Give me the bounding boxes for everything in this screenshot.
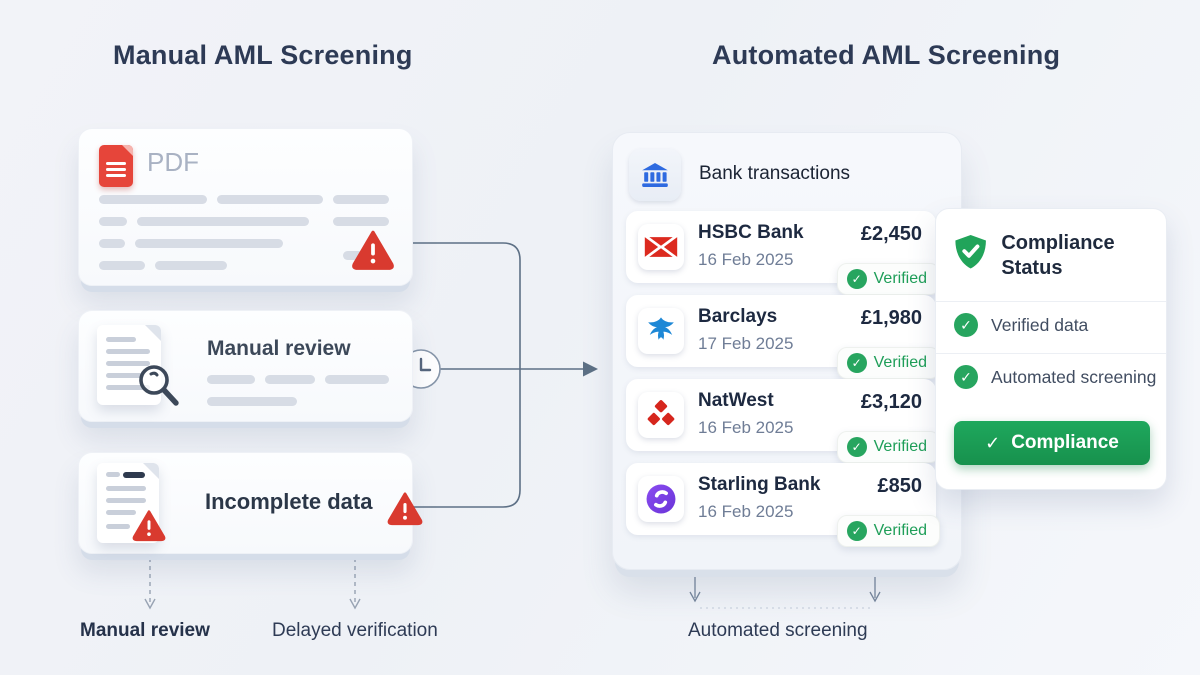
compliance-title: Compliance Status [1001,232,1115,279]
compliance-button-label: Compliance [1011,432,1119,453]
bank-panel-title: Bank transactions [699,163,851,184]
warning-triangle-icon [132,510,166,542]
placeholder-line [99,261,145,270]
pdf-file-icon [99,145,133,187]
placeholder-line [333,217,389,226]
check-icon: ✓ [985,432,1001,453]
footer-label-delayed-verification: Delayed verification [272,620,438,641]
placeholder-line [99,195,207,204]
transaction-amount: £1,980 [860,307,922,329]
pdf-document-card: PDF [78,128,413,286]
hsbc-logo [638,224,684,270]
document-warning-icon [97,463,166,543]
compliance-item-label: Verified data [991,314,1089,335]
transaction-date: 17 Feb 2025 [698,334,794,353]
bank-name: NatWest [698,390,774,411]
placeholder-line [99,239,125,248]
manual-review-label: Manual review [207,337,351,360]
compliance-item-verified-data: ✓ Verified data [954,313,1158,337]
compliance-status-panel: Compliance Status ✓ Verified data ✓ Auto… [935,208,1167,490]
transaction-row-barclays[interactable]: Barclays 17 Feb 2025 £1,980 ✓ Verified [626,295,940,379]
verified-label: Verified [873,438,927,455]
arrow-down-icon [689,567,881,603]
barclays-logo [638,308,684,354]
shield-check-icon [955,235,986,269]
placeholder-line [207,375,255,384]
placeholder-line [137,217,309,226]
manual-review-card: Manual review [78,310,413,422]
placeholder-line [99,217,127,226]
dashed-arrow-down-icon [149,558,356,604]
placeholder-line [333,195,389,204]
transaction-date: 16 Feb 2025 [698,250,794,269]
bank-name: Starling Bank [698,474,821,495]
transaction-row-natwest[interactable]: NatWest 16 Feb 2025 £3,120 ✓ Verified [626,379,940,463]
check-circle-icon: ✓ [846,437,867,457]
verified-badge: ✓ Verified [836,347,940,379]
compliance-item-automated-screening: ✓ Automated screening [954,365,1158,389]
bank-panel-header: Bank transactions [629,149,945,201]
verified-badge: ✓ Verified [836,515,940,547]
starling-logo [638,476,684,522]
transaction-amount: £2,450 [860,223,922,245]
bank-name: Barclays [698,306,778,327]
verified-label: Verified [873,522,927,539]
bank-name: HSBC Bank [698,222,804,243]
automated-column-title: Automated AML Screening [712,40,1061,70]
placeholder-line [343,251,363,260]
compliance-item-label: Automated screening [991,366,1157,387]
verified-badge: ✓ Verified [836,263,940,295]
document-magnifier-icon [97,325,179,406]
transaction-date: 16 Feb 2025 [698,418,794,437]
compliance-button[interactable]: ✓ Compliance [954,421,1150,465]
check-circle-icon: ✓ [846,269,867,289]
placeholder-line [265,375,315,384]
check-circle-icon: ✓ [846,353,867,373]
bank-building-icon [629,149,681,201]
pdf-card-label: PDF [147,147,199,177]
placeholder-line [217,195,323,204]
compliance-header: Compliance Status [952,229,1154,281]
check-circle-icon: ✓ [846,521,867,541]
transaction-date: 16 Feb 2025 [698,502,794,521]
footer-label-automated-screening: Automated screening [688,620,868,641]
incomplete-data-label: Incomplete data [205,489,373,514]
placeholder-line [135,239,283,248]
placeholder-line [155,261,227,270]
warning-triangle-icon [352,230,394,270]
transaction-row-hsbc[interactable]: HSBC Bank 16 Feb 2025 £2,450 ✓ Verified [626,211,940,295]
transaction-row-starling[interactable]: Starling Bank 16 Feb 2025 £850 ✓ Verifie… [626,463,940,547]
warning-triangle-icon [387,492,423,526]
placeholder-line [325,375,389,384]
divider [936,301,1166,302]
natwest-logo [638,392,684,438]
placeholder-line [207,397,297,406]
divider [936,353,1166,354]
magnifier-icon [139,365,179,406]
check-circle-icon: ✓ [954,313,978,337]
check-circle-icon: ✓ [954,365,978,389]
verified-badge: ✓ Verified [836,431,940,463]
verified-label: Verified [873,270,927,287]
transaction-amount: £3,120 [860,391,922,413]
manual-column-title: Manual AML Screening [113,40,413,70]
arrow-right-icon [583,361,598,377]
bank-transactions-panel: Bank transactions HSBC Bank 16 Feb 2025 … [612,132,962,570]
verified-label: Verified [873,354,927,371]
incomplete-data-card: Incomplete data [78,452,423,554]
transaction-amount: £850 [877,475,923,497]
footer-label-manual-review: Manual review [80,620,210,641]
